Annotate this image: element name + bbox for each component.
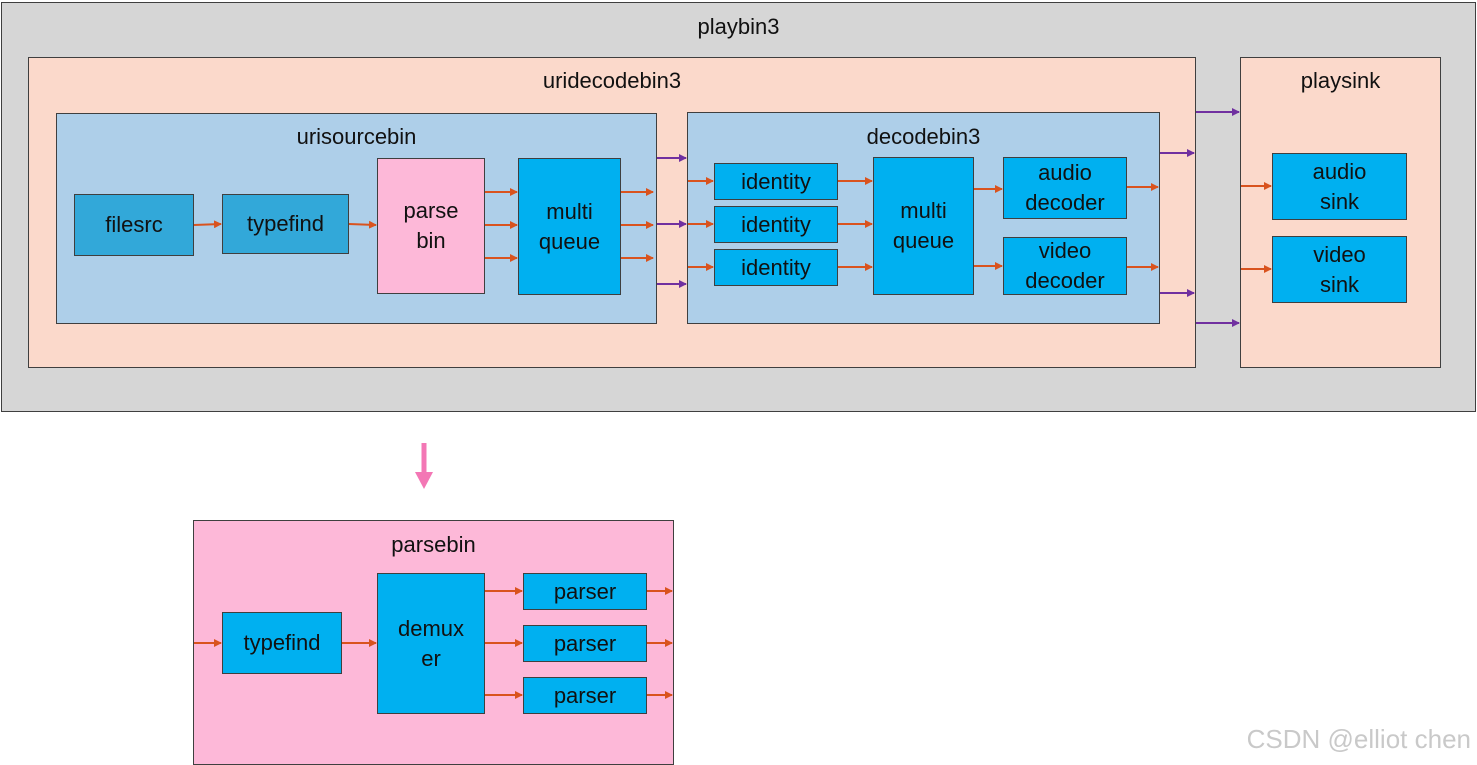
demuxer-label: demux er	[397, 615, 465, 671]
parser-label: parser	[553, 682, 617, 708]
video-decoder-element: video decoder	[1003, 237, 1127, 295]
parsebin-detail-title: parsebin	[391, 532, 476, 557]
identity-element-3: identity	[714, 249, 838, 286]
audio-decoder-label: audio decoder	[1025, 160, 1105, 215]
uridecodebin3-title: uridecodebin3	[542, 68, 682, 93]
filesrc-element: filesrc	[74, 194, 194, 256]
identity-element-2: identity	[714, 206, 838, 243]
audio-decoder-element: audio decoder	[1003, 157, 1127, 219]
orange-arrows	[193, 177, 1272, 699]
parsebin-element: parse bin	[377, 158, 485, 294]
audio-sink-element: audio sink	[1272, 153, 1407, 220]
purple-arrows	[657, 108, 1240, 327]
decode-multiqueue-element: multi queue	[873, 157, 974, 295]
arrow-filesrc-typefind	[193, 220, 222, 229]
identity-element-1: identity	[714, 163, 838, 200]
filesrc-label: filesrc	[105, 212, 163, 237]
detail-typefind-label: typefind	[243, 630, 321, 655]
demuxer-element: demux er	[377, 573, 485, 714]
source-multiqueue-label: multi queue	[538, 198, 601, 254]
parser-element-1: parser	[523, 573, 647, 610]
identity-label: identity	[741, 211, 811, 237]
video-decoder-label: video decoder	[1025, 238, 1105, 293]
parser-label: parser	[553, 578, 617, 604]
typefind-element: typefind	[222, 194, 349, 254]
parser-label: parser	[553, 630, 617, 656]
audio-sink-label: audio sink	[1312, 158, 1367, 214]
playsink-title: playsink	[1300, 68, 1381, 93]
urisourcebin-title: urisourcebin	[296, 124, 417, 149]
source-multiqueue-element: multi queue	[518, 158, 621, 295]
playbin3-title: playbin3	[697, 14, 780, 39]
watermark: CSDN @elliot chen	[1246, 724, 1471, 754]
parser-element-2: parser	[523, 625, 647, 662]
parsebin-label: parse bin	[403, 198, 459, 253]
video-sink-element: video sink	[1272, 236, 1407, 303]
video-sink-label: video sink	[1313, 241, 1366, 297]
identity-label: identity	[741, 254, 811, 280]
expand-arrow	[415, 443, 433, 489]
arrow-typefind-parsebin	[348, 220, 377, 229]
decodebin3-title: decodebin3	[866, 124, 981, 149]
typefind-label: typefind	[246, 211, 325, 236]
decode-multiqueue-label: multi queue	[892, 198, 955, 253]
detail-typefind-element: typefind	[222, 612, 342, 674]
parser-element-3: parser	[523, 677, 647, 714]
identity-label: identity	[741, 168, 811, 194]
